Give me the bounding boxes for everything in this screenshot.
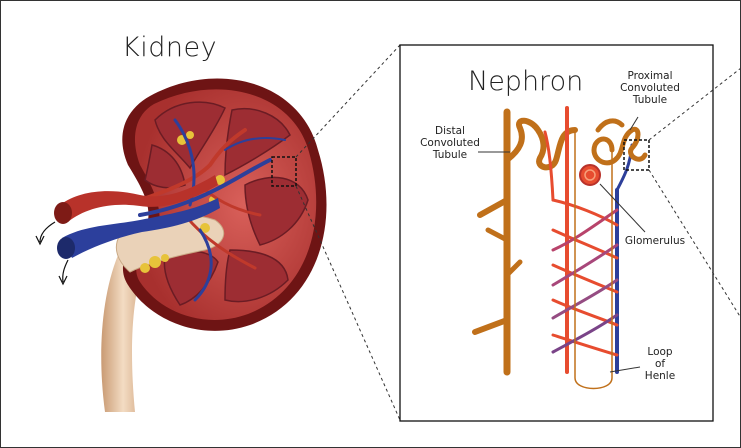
label-line: Loop: [635, 346, 685, 358]
label-line: Tubule: [412, 149, 488, 161]
kidney: [36, 78, 327, 412]
label-line: Convoluted: [612, 82, 688, 94]
label-line: of: [635, 358, 685, 370]
label-line: Convoluted: [412, 137, 488, 149]
artery-cut: [54, 202, 72, 224]
zoom-line-bottom: [296, 186, 400, 420]
label-line: Henle: [635, 370, 685, 382]
nephron-title: Nephron: [468, 66, 583, 97]
label-line: Distal: [412, 125, 488, 137]
vein-cut: [57, 237, 75, 259]
glomerulus: [580, 165, 600, 185]
label-proximal-convoluted-tubule: Proximal Convoluted Tubule: [612, 70, 688, 106]
label-glomerulus: Glomerulus: [615, 235, 695, 247]
label-loop-of-henle: Loop of Henle: [635, 346, 685, 382]
label-line: Tubule: [612, 94, 688, 106]
label-line: Proximal: [612, 70, 688, 82]
kidney-title: Kidney: [122, 32, 217, 63]
label-distal-convoluted-tubule: Distal Convoluted Tubule: [412, 125, 488, 161]
